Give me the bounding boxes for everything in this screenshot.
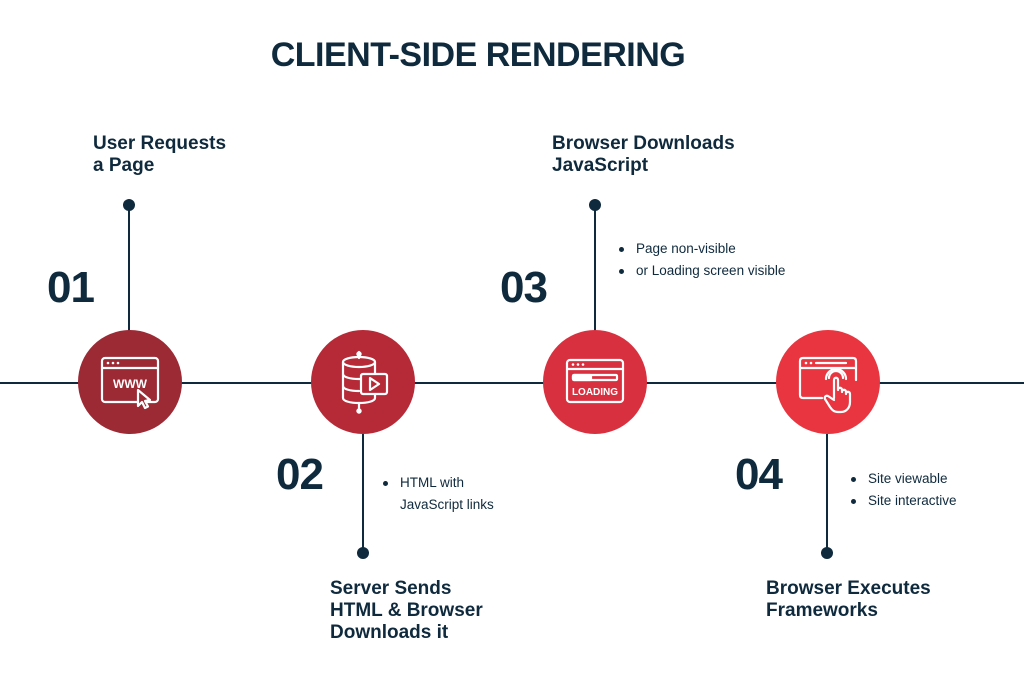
step-4-connector-dot [821,547,833,559]
step-2-number: 02 [276,450,324,499]
step-2-connector-dot [357,547,369,559]
step-3-title-line: Browser Downloads [552,133,735,154]
step-2-circle [311,330,415,434]
bullet-item: Site interactive [848,490,957,512]
step-1-number: 01 [47,263,95,312]
step-3-title-line: JavaScript [552,155,649,176]
step-2-connector-line [362,434,364,554]
step-1-title-line: User Requests [93,133,227,154]
bullet-item: or Loading screen visible [616,260,785,282]
loading-window-icon: LOADING [565,358,625,404]
step-4-bullets: Site viewable Site interactive [848,468,957,512]
server-database-play-icon [341,350,389,414]
step-4-number: 04 [735,450,783,499]
step-4-title-line: Frameworks [766,600,878,621]
step-2-title-line: HTML & Browser [330,600,483,621]
step-3-connector-line [594,205,596,331]
browser-touch-hand-icon [798,356,858,414]
svg-text:WWW: WWW [113,377,148,391]
step-4-title: Browser Executes Frameworks [766,578,931,622]
step-1-title-line: a Page [93,155,155,176]
step-1-title: User Requests a Page [93,133,226,177]
step-2-title-line: Server Sends [330,578,452,599]
step-2-title-line: Downloads it [330,622,449,643]
step-2-title: Server Sends HTML & Browser Downloads it [330,578,483,644]
step-4-title-line: Browser Executes [766,578,931,599]
step-1-circle: WWW [78,330,182,434]
step-2-bullets: HTML with JavaScript links [380,472,494,516]
bullet-item: HTML with [380,472,494,494]
www-browser-cursor-icon: WWW [100,356,160,410]
page-title: CLIENT-SIDE RENDERING [270,36,686,74]
bullet-item: Site viewable [848,468,957,490]
bullet-item-continuation: JavaScript links [400,497,494,512]
step-4-circle [776,330,880,434]
step-4-connector-line [826,434,828,554]
step-3-number: 03 [500,263,548,312]
step-3-circle: LOADING [543,330,647,434]
step-3-title: Browser Downloads JavaScript [552,133,735,177]
step-3-bullets: Page non-visible or Loading screen visib… [616,238,785,282]
step-1-connector-line [128,205,130,331]
bullet-item: Page non-visible [616,238,785,260]
loading-label: LOADING [572,387,618,398]
timeline-axis [0,382,1024,384]
